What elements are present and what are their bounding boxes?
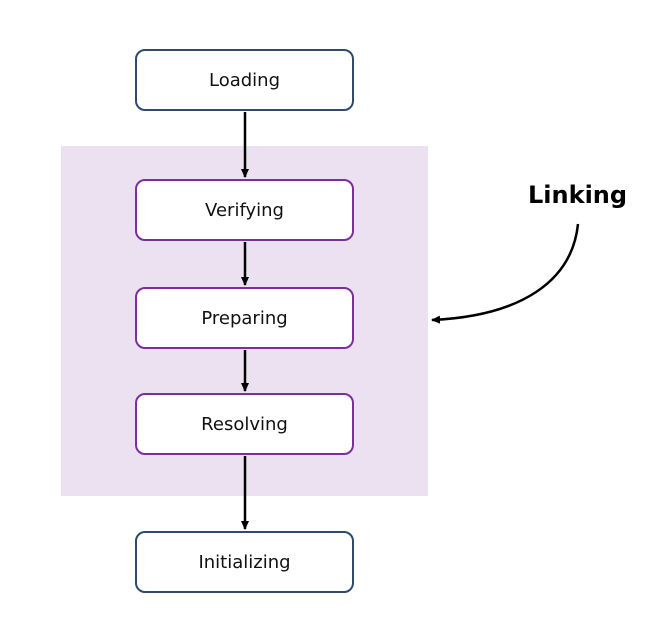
node-initializing: Initializing [135, 531, 354, 593]
node-preparing: Preparing [135, 287, 354, 349]
node-verifying-label: Verifying [205, 199, 284, 221]
node-resolving: Resolving [135, 393, 354, 455]
node-loading: Loading [135, 49, 354, 111]
linking-label: Linking [528, 181, 628, 209]
node-resolving-label: Resolving [201, 413, 288, 435]
node-initializing-label: Initializing [198, 551, 291, 573]
node-loading-label: Loading [208, 69, 280, 91]
node-verifying: Verifying [135, 179, 354, 241]
linking-pointer-arrow [431, 223, 580, 324]
node-preparing-label: Preparing [201, 307, 288, 329]
